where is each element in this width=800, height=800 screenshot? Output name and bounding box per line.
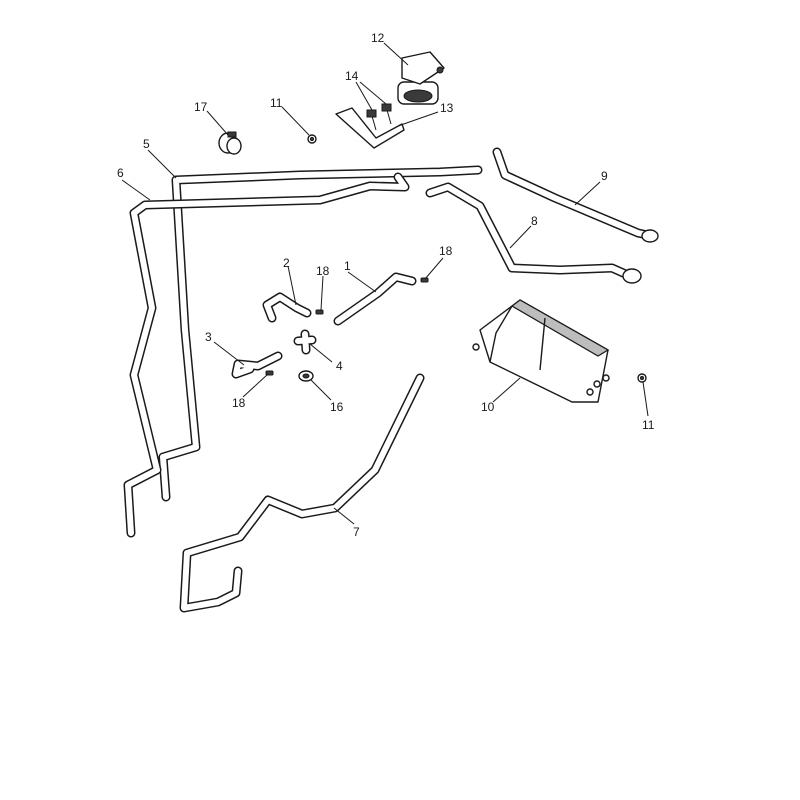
part-14-bolt[interactable] xyxy=(366,103,392,131)
callout-2: 2 xyxy=(283,256,290,270)
part-8-pipe[interactable] xyxy=(425,182,642,284)
callout-labels: 1 2 3 4 5 6 7 8 9 10 11 11 12 13 14 16 1… xyxy=(117,31,655,539)
part-6-pipe[interactable] xyxy=(123,172,410,538)
part-13-bracket[interactable] xyxy=(335,107,405,149)
part-11-fastener[interactable] xyxy=(307,134,647,383)
callout-9: 9 xyxy=(601,169,608,183)
callout-10: 10 xyxy=(481,400,495,414)
part-3-hose[interactable] xyxy=(231,351,283,379)
callout-11b: 11 xyxy=(642,418,655,432)
part-7-hose[interactable] xyxy=(179,373,425,613)
part-1-hose[interactable] xyxy=(333,272,417,326)
callout-5: 5 xyxy=(143,137,150,151)
callout-6: 6 xyxy=(117,166,124,180)
callout-8: 8 xyxy=(531,214,538,228)
leader-lines xyxy=(121,42,649,525)
callout-18b: 18 xyxy=(439,244,453,258)
callout-18c: 18 xyxy=(232,396,246,410)
part-10-canister[interactable] xyxy=(472,299,610,403)
callout-16: 16 xyxy=(330,400,344,414)
callout-14: 14 xyxy=(345,69,359,83)
part-9-pipe[interactable] xyxy=(492,147,659,243)
callout-17: 17 xyxy=(194,100,208,114)
callout-7: 7 xyxy=(353,525,360,539)
part-4-connector[interactable] xyxy=(293,329,317,355)
callout-3: 3 xyxy=(205,330,212,344)
part-18-clip[interactable] xyxy=(265,277,429,376)
part-2-hose[interactable] xyxy=(262,292,312,323)
part-12-valve[interactable] xyxy=(397,51,445,105)
callout-18a: 18 xyxy=(316,264,330,278)
callout-11a: 11 xyxy=(270,96,283,110)
callout-1: 1 xyxy=(344,259,351,273)
callout-4: 4 xyxy=(336,359,343,373)
callout-12: 12 xyxy=(371,31,385,45)
part-16-clip[interactable] xyxy=(298,370,314,382)
part-5-pipe[interactable] xyxy=(158,165,483,502)
part-17-clamp[interactable] xyxy=(218,131,242,155)
callout-13: 13 xyxy=(440,101,454,115)
